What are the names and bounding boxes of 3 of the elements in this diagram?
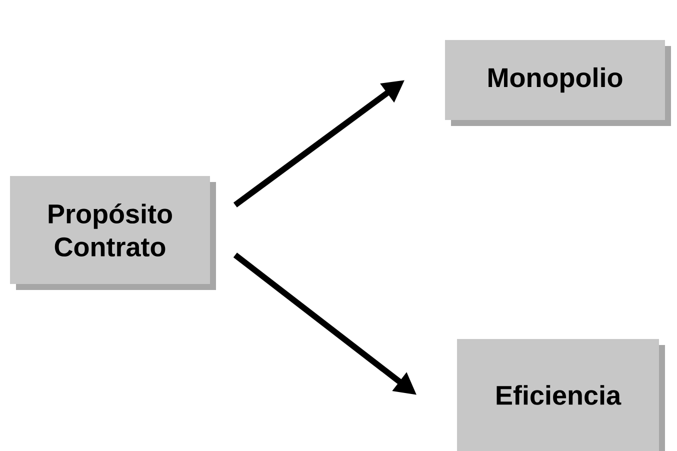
process-box: Eficiencia xyxy=(457,339,665,451)
process-box: Propósito Contrato xyxy=(10,176,216,290)
process-box: Monopolio xyxy=(445,40,671,126)
